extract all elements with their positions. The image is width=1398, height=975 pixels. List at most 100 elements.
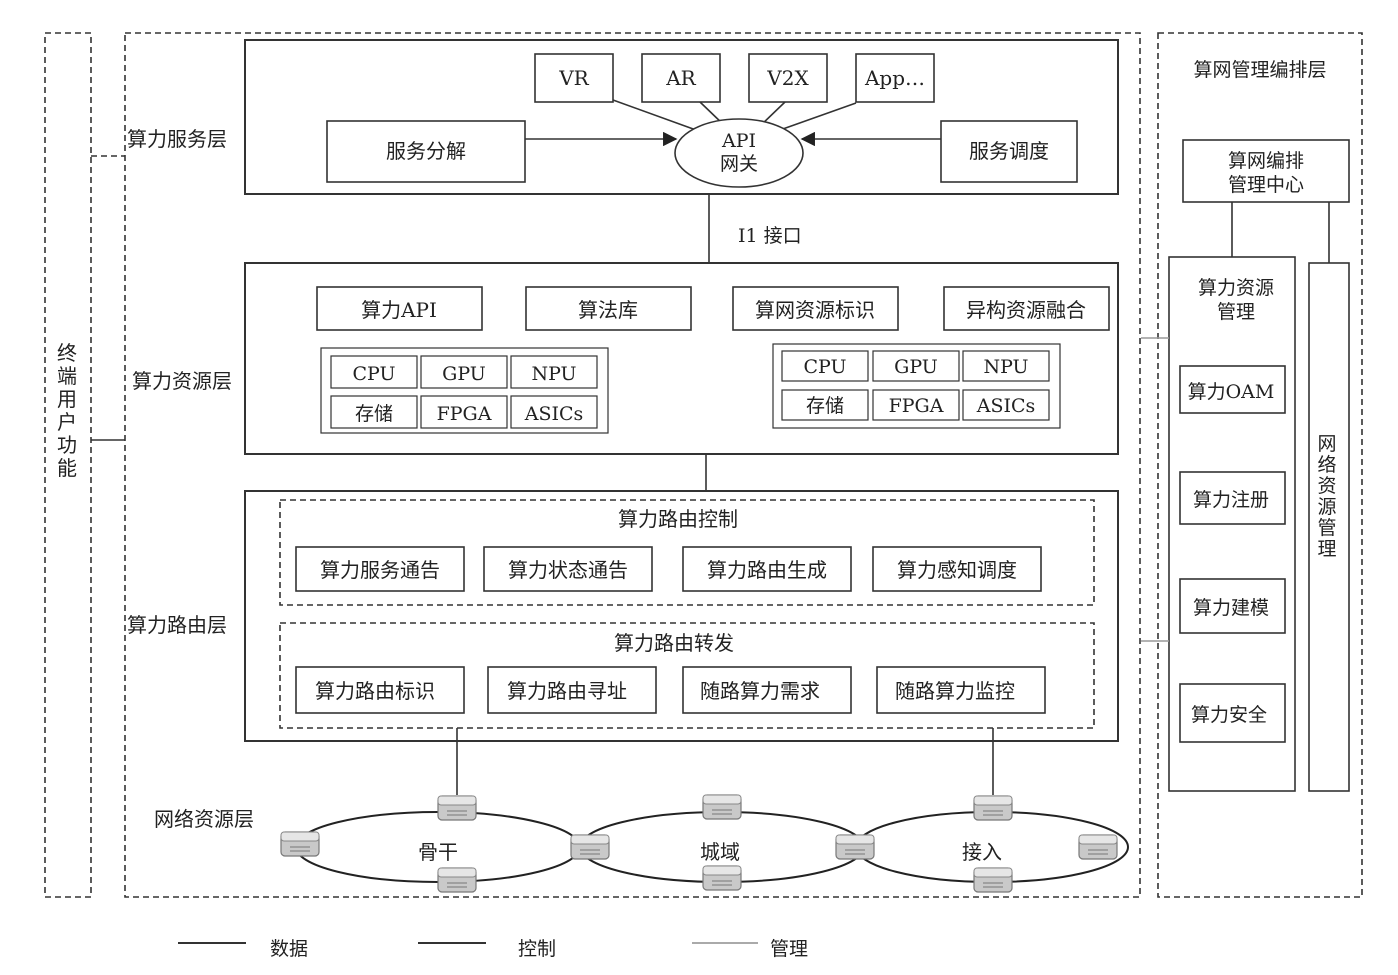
network-layer-label: 网络资源层 [154,807,254,831]
app-box-ar [641,53,721,103]
router-icon [702,865,742,891]
network-management-column [1308,262,1350,792]
forward-item-box [295,666,465,714]
mgmt-item-box [1179,471,1286,525]
module-box-heterogeneous [943,286,1110,331]
app-label-ar: AR [665,66,696,90]
module-box-algorithm [525,286,692,331]
module-label-api: 算力API [361,298,437,322]
ring-label-metro: 城域 [700,840,740,864]
routing-network-links [456,728,994,795]
chip-label: ASICs [976,395,1036,417]
ring-label-backbone: 骨干 [418,840,458,864]
router-icon [1078,834,1118,860]
control-item-box [483,546,653,592]
routing-control-frame [279,499,1095,606]
chip-label: GPU [894,356,938,378]
router-icon [570,834,610,860]
resource-layer-frame [244,262,1119,455]
legend-label-control: 控制 [518,938,556,960]
app-gateway-links [612,99,857,131]
resource-layer-label: 算力资源层 [132,369,232,393]
router-icon [702,794,742,820]
forward-item-box [487,666,657,714]
forward-item-label: 算力路由寻址 [507,679,627,703]
routing-layer-frame [244,490,1119,742]
management-frame [1157,32,1363,898]
management-title: 算网管理编排层 [1193,59,1326,81]
orchestration-center-box [1182,139,1350,203]
center-links [1231,202,1330,263]
chip-group-left: CPU GPU NPU 存储 FPGA ASICs [320,347,609,434]
forward-item-box [682,666,852,714]
chip-label: GPU [442,363,486,385]
module-box-identifier [732,286,899,331]
routing-forward-title: 算力路由转发 [614,631,734,655]
network-management-label: 网络资源管理 [1317,433,1336,560]
chip-label: 存储 [355,403,393,425]
router-icon [973,867,1013,893]
service-schedule-box [940,120,1078,183]
management-connectors [1141,337,1169,642]
chip-label: 存储 [806,395,844,417]
routing-control-title: 算力路由控制 [618,507,738,531]
router-icon [835,834,875,860]
orchestration-center-line2: 管理中心 [1228,174,1304,196]
router-icon [280,831,320,857]
forward-item-box [876,666,1046,714]
mgmt-item-box [1179,578,1286,634]
chip-label: NPU [531,363,576,385]
control-item-box [682,546,852,592]
mgmt-item-label: 算力建模 [1193,597,1269,619]
api-gateway-label-line2: 网关 [720,153,758,175]
chip-label: CPU [803,356,846,378]
api-gateway-label-line1: API [721,130,756,152]
app-boxes: VR AR V2X App… [534,53,935,103]
main-layers-frame [124,32,1141,898]
control-item-label: 算力状态通告 [508,558,628,582]
api-gateway [674,118,804,188]
service-layer-frame [244,39,1119,195]
app-box-vr [534,53,614,103]
module-label-identifier: 算网资源标识 [755,298,875,322]
chip-label: ASICs [524,403,584,425]
service-decompose-label: 服务分解 [386,139,466,163]
terminal-function-label: 终端用户功能 [57,341,77,480]
legend: 数据 控制 管理 [178,938,808,960]
ring-label-access: 接入 [962,840,1002,864]
mgmt-item-label: 算力安全 [1191,704,1267,726]
app-box-v2x [748,53,828,103]
forward-item-label: 随路算力监控 [895,679,1015,703]
chip-label: FPGA [889,395,944,417]
app-box-app [855,53,935,103]
chip-label: FPGA [437,403,492,425]
resource-management-line2: 管理 [1217,301,1255,323]
forward-item-label: 算力路由标识 [315,679,435,703]
forward-item-label: 随路算力需求 [700,679,820,703]
chip-group-right: CPU GPU NPU 存储 FPGA ASICs [772,343,1061,429]
module-label-heterogeneous: 异构资源融合 [966,298,1086,322]
mgmt-item-box [1179,365,1286,414]
app-label-v2x: V2X [766,66,809,90]
app-label-vr: VR [558,66,589,90]
routing-layer-label: 算力路由层 [127,613,227,637]
routing-forward-frame [279,622,1095,729]
control-item-box [295,546,465,592]
mgmt-item-label: 算力注册 [1193,489,1269,511]
service-layer-label: 算力服务层 [127,127,227,151]
app-label-app: App… [864,66,925,90]
control-item-label: 算力感知调度 [897,558,1017,582]
chip-label: NPU [983,356,1028,378]
terminal-function-frame [44,32,92,898]
i1-interface-label: I1 接口 [738,225,802,247]
router-icon [437,867,477,893]
chip-label: CPU [352,363,395,385]
control-item-label: 算力路由生成 [707,558,827,582]
legend-label-management: 管理 [770,938,808,960]
module-box-api [316,286,483,331]
service-decompose-box [326,120,526,183]
router-icon [437,795,477,821]
mgmt-item-label: 算力OAM [1188,381,1275,403]
resource-management-line1: 算力资源 [1198,277,1274,299]
